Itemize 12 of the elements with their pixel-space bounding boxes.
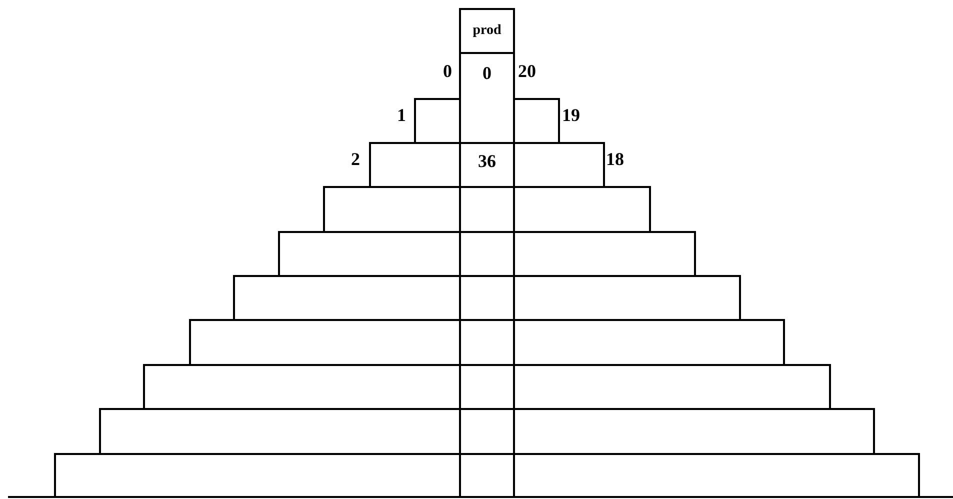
step-bar xyxy=(513,98,560,144)
step-bar xyxy=(414,98,461,144)
step-number: 19 xyxy=(562,106,581,124)
step-number: 1 xyxy=(396,106,406,124)
step-number: 20 xyxy=(518,62,537,80)
step-number: 0 xyxy=(442,62,452,80)
header-box xyxy=(459,8,515,54)
step-number: 18 xyxy=(606,150,625,168)
cell-value: 0 xyxy=(482,64,492,82)
cell-value: 36 xyxy=(477,152,497,170)
step-number: 2 xyxy=(350,150,360,168)
header-text: prod xyxy=(472,24,502,38)
